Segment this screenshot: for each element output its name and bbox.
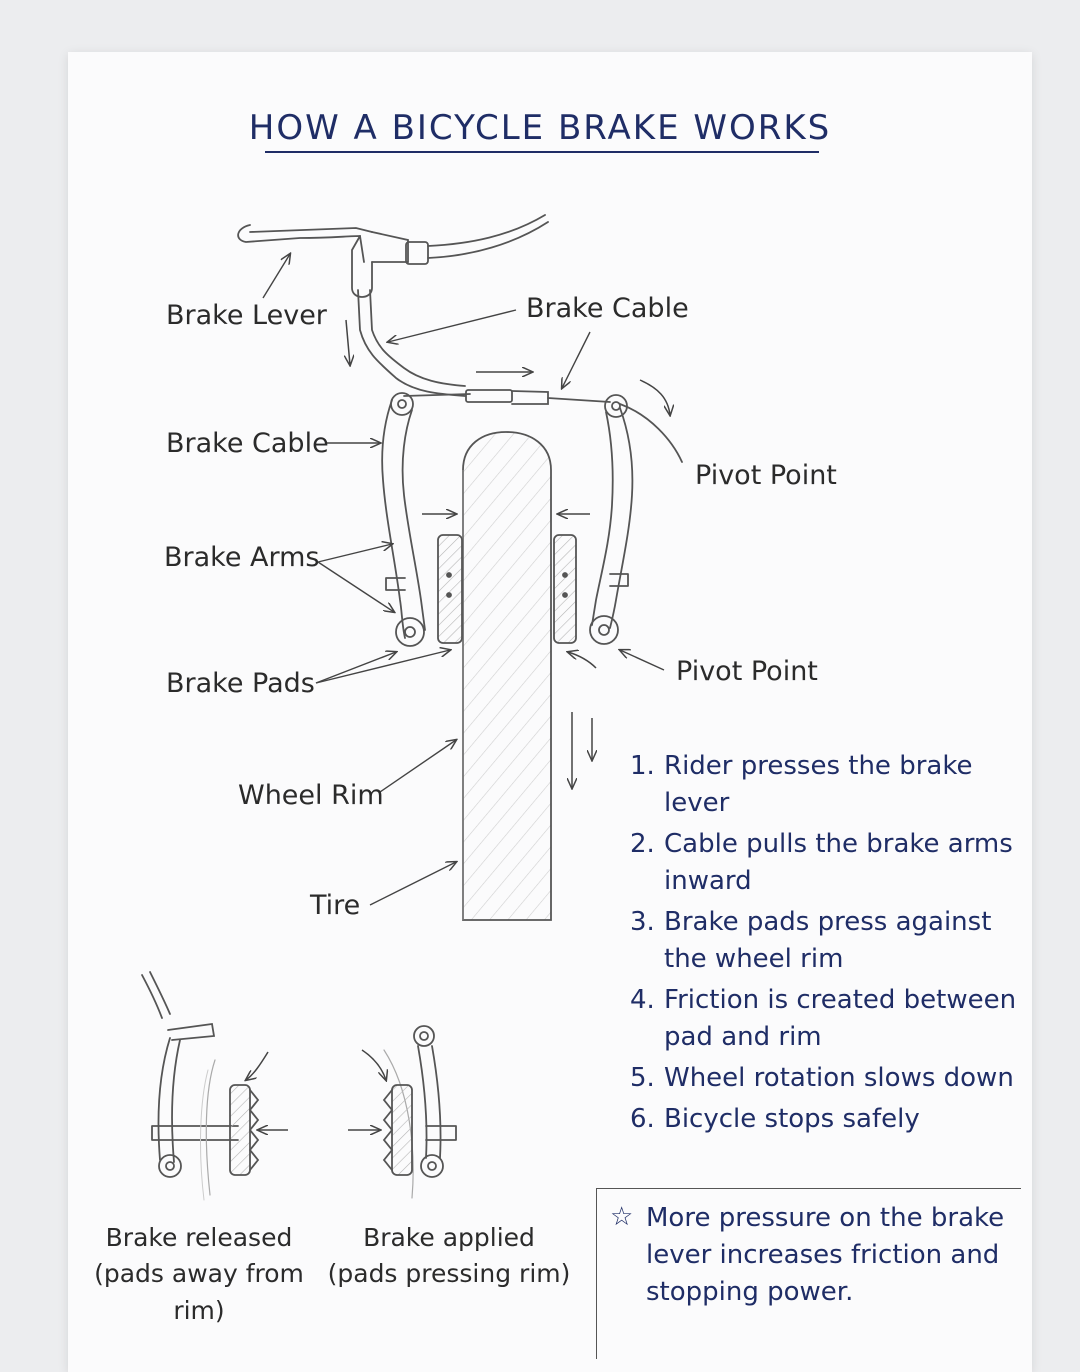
brake-released-sketch [141,971,260,1201]
star-icon: ☆ [610,1202,634,1232]
note-text: More pressure on the brake lever increas… [646,1203,1005,1307]
step-item: 4. Friction is created between pad and ri… [630,982,1025,1056]
step-text: Wheel rotation slows down [664,1063,1014,1093]
step-item: 3. Brake pads press against the wheel rim [630,904,1025,978]
label-brake-pads: Brake Pads [166,668,315,699]
label-brake-arms: Brake Arms [164,542,320,573]
step-number: 4. [630,985,655,1015]
step-item: 6. Bicycle stops safely [630,1101,1025,1138]
label-pivot-point-bottom: Pivot Point [676,656,818,687]
step-text: Friction is created between pad and rim [664,985,1017,1052]
step-item: 5. Wheel rotation slows down [630,1060,1025,1097]
step-number: 2. [630,829,655,859]
step-number: 3. [630,907,655,937]
label-tire: Tire [310,890,361,921]
step-number: 6. [630,1104,655,1134]
brake-applied-sketch [382,1025,457,1199]
step-number: 5. [630,1063,655,1093]
label-wheel-rim: Wheel Rim [238,780,384,811]
label-brake-cable-left: Brake Cable [166,428,329,459]
step-item: 2. Cable pulls the brake arms inward [630,826,1025,900]
wheel-tire [462,431,552,921]
step-number: 1. [630,751,655,781]
label-brake-cable-top: Brake Cable [526,293,689,324]
step-item: 1. Rider presses the brake lever [630,748,1025,822]
step-text: Brake pads press against the wheel rim [664,907,992,974]
label-pivot-point-top: Pivot Point [695,460,837,491]
released-arrows [246,1051,288,1130]
steps-list: 1. Rider presses the brake lever 2. Cable … [630,748,1025,1142]
leader-lines [262,254,665,906]
note-box [596,1188,1021,1359]
caption-brake-applied: Brake applied (pads pressing rim) [327,1223,571,1289]
brake-arms [381,389,683,647]
step-text: Rider presses the brake lever [664,751,973,818]
caption-brake-released: Brake released (pads away from rim) [94,1223,304,1325]
page-title: HOW A BICYCLE BRAKE WORKS [248,108,832,148]
handlebar-lever [237,214,549,397]
step-text: Cable pulls the brake arms inward [664,829,1013,896]
step-text: Bicycle stops safely [664,1104,920,1134]
brake-pads [437,534,577,644]
label-brake-lever: Brake Lever [166,300,327,331]
motion-arrows [346,319,670,788]
title-underline [265,151,819,153]
applied-arrows [348,1049,386,1130]
